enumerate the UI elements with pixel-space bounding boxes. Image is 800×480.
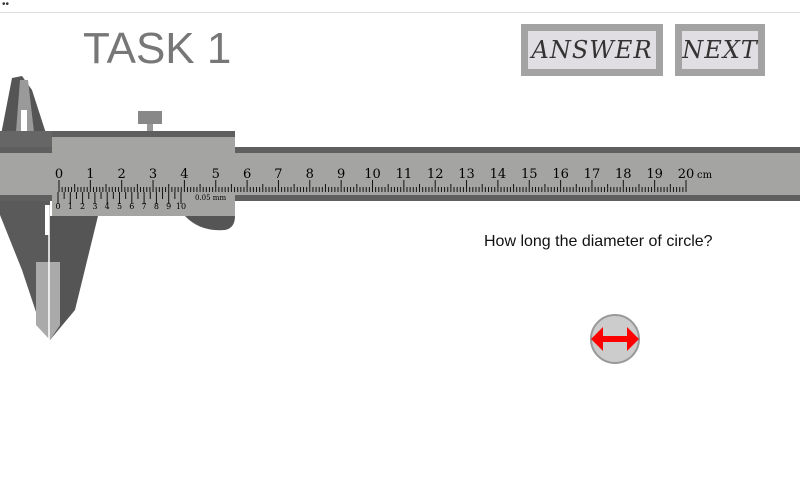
main-scale-label: 11 [396, 167, 413, 182]
main-scale-label: 2 [118, 167, 126, 182]
vernier-label: 6 [129, 202, 134, 211]
vernier-label: 0 [55, 202, 60, 211]
main-scale-label: 17 [584, 167, 601, 182]
main-scale-label: 19 [646, 167, 663, 182]
main-scale-label: 10 [364, 167, 381, 182]
vernier-label: 3 [92, 202, 97, 211]
slider-top[interactable] [52, 131, 235, 137]
sliding-jaw[interactable] [50, 216, 98, 340]
double-arrow-icon [591, 327, 639, 351]
vernier-label: 1 [68, 202, 73, 211]
vernier-label: 10 [176, 202, 186, 211]
main-scale-label: 14 [490, 167, 507, 182]
main-scale-label: 0 [55, 167, 63, 182]
main-scale-label: 13 [458, 167, 475, 182]
measure-diameter-button[interactable] [589, 313, 641, 365]
jaw-slot [21, 110, 27, 132]
main-scale-label: 20 [678, 167, 695, 182]
main-scale-label: 5 [212, 167, 220, 182]
sliding-jaw-lower [36, 262, 60, 340]
main-beam-top [0, 147, 800, 153]
vernier-label: 5 [117, 202, 122, 211]
status-dots: •• [2, 0, 10, 10]
main-scale-label: 18 [615, 167, 632, 182]
main-scale-label: 3 [149, 167, 157, 182]
vernier-label: 2 [80, 202, 85, 211]
main-scale-label: 6 [243, 167, 251, 182]
main-scale-label: 15 [521, 167, 538, 182]
unit-label: cm [697, 170, 713, 181]
main-scale-label: 12 [427, 167, 444, 182]
vernier-label: 9 [166, 202, 171, 211]
main-scale-label: 16 [552, 167, 569, 182]
fixed-jaw-upper-inner [16, 80, 34, 132]
main-scale-label: 1 [86, 167, 94, 182]
main-scale-label: 7 [274, 167, 282, 182]
vernier-label: 4 [105, 202, 110, 211]
main-scale-label: 8 [306, 167, 314, 182]
next-button[interactable]: NEXT [675, 24, 765, 76]
answer-button[interactable]: ANSWER [521, 24, 663, 76]
main-scale-label: 4 [180, 167, 188, 182]
vernier-label: 8 [154, 202, 159, 211]
precision-label: 0.05 mm [195, 194, 226, 202]
page-title: TASK 1 [83, 24, 232, 73]
slider-grip [185, 216, 235, 231]
main-beam-bottom [0, 195, 800, 201]
thumb-screw[interactable] [138, 111, 162, 124]
main-scale-label: 9 [337, 167, 345, 182]
vernier-label: 7 [142, 202, 147, 211]
status-bar: •• [0, 0, 800, 13]
question-text: How long the diameter of circle? [484, 233, 713, 250]
